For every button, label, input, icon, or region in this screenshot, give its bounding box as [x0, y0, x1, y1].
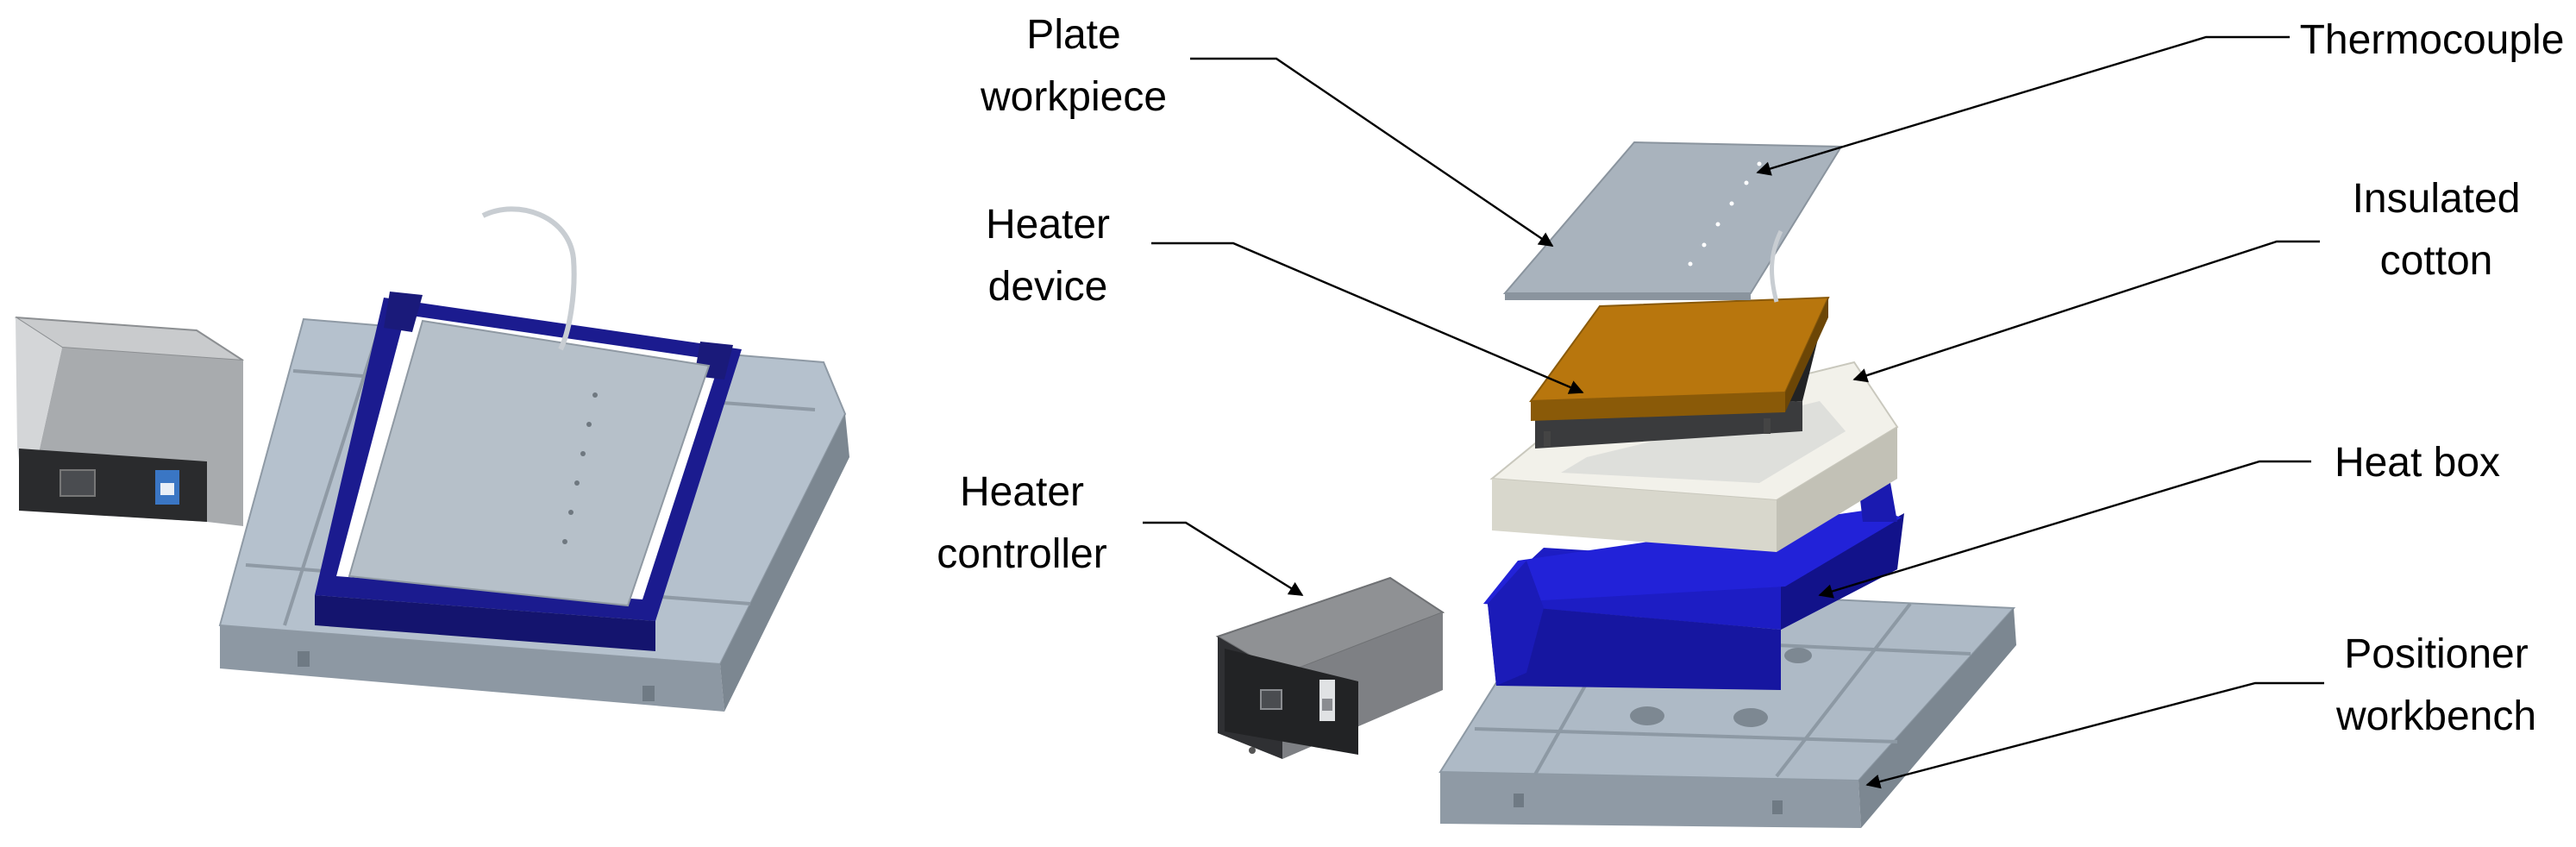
label-positioner-workbench-line1: Positioner	[2344, 631, 2528, 677]
label-heat-box-line1: Heat box	[2335, 440, 2500, 486]
leader-thermocouple	[1756, 35, 2290, 176]
label-heat-box: Heat box	[2335, 440, 2500, 486]
assembled-thermocouple-cable	[481, 206, 577, 351]
heater-controller-part	[1215, 576, 1445, 759]
leader-heater-controller	[1143, 521, 1304, 597]
label-insulated-cotton-line2: cotton	[2380, 238, 2493, 284]
heater-device-part	[1528, 296, 1830, 449]
label-heater-controller-line1: Heater	[960, 469, 1084, 515]
exploded-view	[1215, 141, 2016, 828]
label-heater-device-line2: device	[988, 264, 1108, 310]
leader-positioner-workbench	[1865, 681, 2324, 789]
leader-lines	[1143, 35, 2324, 789]
leader-heater-device	[1151, 242, 1584, 394]
label-thermocouple: Thermocouple	[2300, 17, 2565, 63]
label-heater-controller: Heater controller	[937, 469, 1106, 577]
thermocouple-cable	[1770, 229, 1783, 303]
label-heater-controller-line2: controller	[937, 531, 1106, 577]
label-insulated-cotton-line1: Insulated	[2353, 176, 2521, 222]
plate-workpiece-part	[1502, 141, 1843, 303]
label-plate-workpiece: Plate workpiece	[980, 12, 1167, 120]
leader-plate-workpiece	[1190, 57, 1554, 247]
label-thermocouple-line1: Thermocouple	[2300, 17, 2565, 63]
label-heater-device: Heater device	[986, 202, 1110, 310]
leader-insulated-cotton	[1852, 240, 2320, 383]
assembled-view	[15, 206, 849, 712]
label-insulated-cotton: Insulated cotton	[2353, 176, 2521, 284]
label-heater-device-line1: Heater	[986, 202, 1110, 248]
label-positioner-workbench: Positioner workbench	[2335, 631, 2536, 739]
label-plate-workpiece-line1: Plate	[1026, 12, 1120, 58]
assembled-heater-controller	[15, 317, 244, 526]
label-positioner-workbench-line2: workbench	[2335, 693, 2536, 739]
assembled-plate-workpiece	[348, 319, 711, 607]
label-plate-workpiece-line2: workpiece	[980, 74, 1167, 120]
leader-heat-box	[1818, 460, 2311, 599]
